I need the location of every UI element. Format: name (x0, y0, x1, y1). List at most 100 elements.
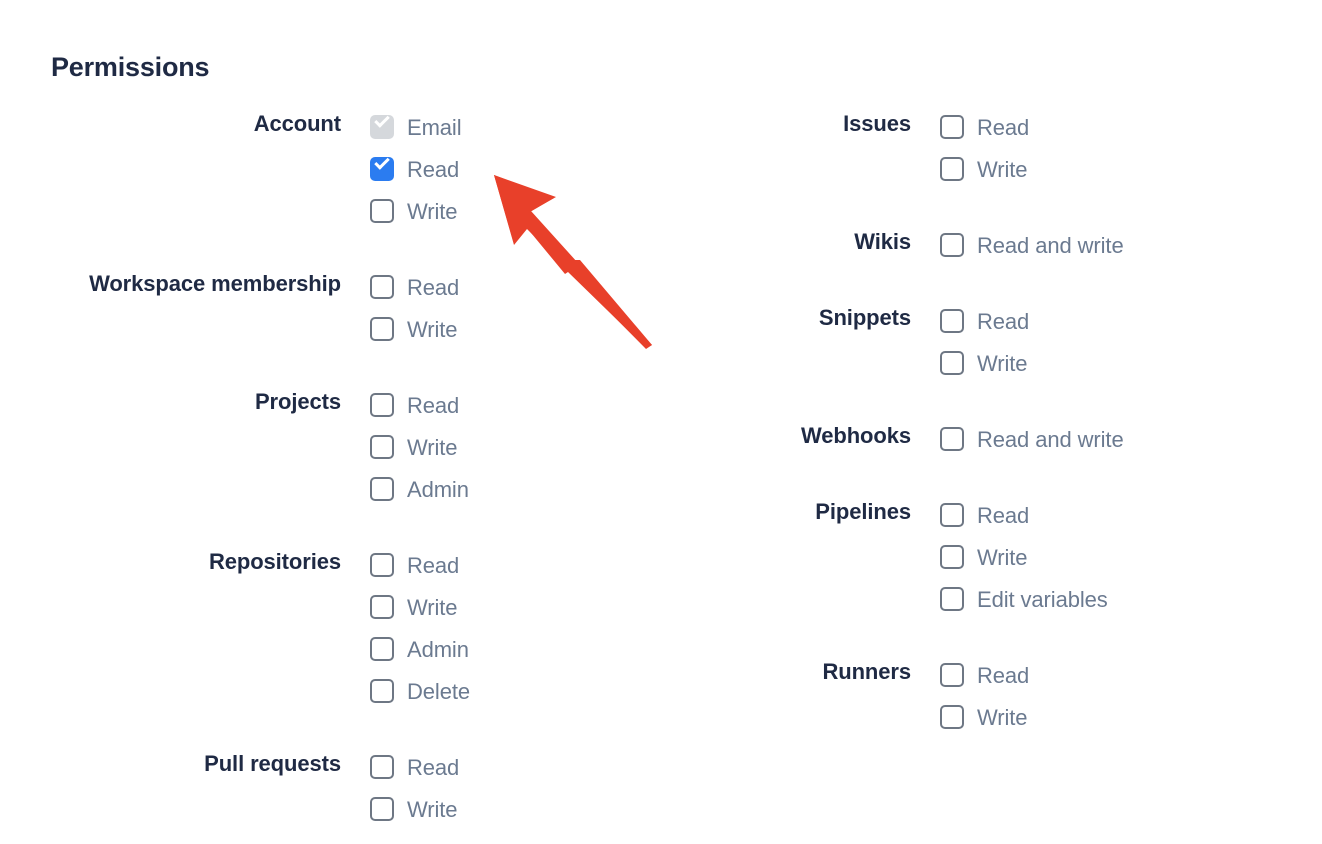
permission-option-label: Admin (407, 476, 469, 502)
permission-option-row[interactable]: Admin (370, 468, 660, 510)
checkbox-unchecked[interactable] (370, 199, 394, 223)
permission-option-row[interactable]: Read (940, 654, 1270, 696)
checkbox-unchecked[interactable] (940, 503, 964, 527)
checkbox-unchecked[interactable] (370, 553, 394, 577)
permission-option-label: Read (407, 392, 460, 418)
permission-option-row[interactable]: Edit variables (940, 578, 1270, 620)
permission-option-row[interactable]: Read (370, 746, 660, 788)
checkbox-unchecked[interactable] (940, 351, 964, 375)
permission-option-row[interactable]: Write (940, 696, 1270, 738)
permission-option-row[interactable]: Write (370, 586, 660, 628)
permission-option-row[interactable]: Delete (370, 670, 660, 712)
permission-option-row[interactable]: Read and write (940, 224, 1270, 266)
permission-option-label: Read (977, 308, 1030, 334)
permission-group-label: Snippets (818, 305, 911, 330)
permission-option-label: Write (977, 156, 1028, 182)
checkbox-unchecked[interactable] (370, 477, 394, 501)
permission-group-label: Wikis (854, 229, 911, 254)
permission-option-row[interactable]: Read (370, 544, 660, 586)
checkbox-unchecked[interactable] (940, 309, 964, 333)
permission-option-row[interactable]: Write (370, 426, 660, 468)
permission-group-label: Pipelines (815, 499, 911, 524)
checkbox-unchecked[interactable] (370, 595, 394, 619)
checkbox-unchecked[interactable] (940, 233, 964, 257)
page-title: Permissions (51, 52, 210, 82)
permission-option-label: Admin (407, 636, 469, 662)
permission-option-label: Email (407, 114, 462, 140)
permission-option-row[interactable]: Write (940, 342, 1270, 384)
permission-group-label: Issues (843, 111, 911, 136)
permission-option-label: Read (977, 502, 1030, 528)
permission-group-label: Account (253, 111, 341, 136)
checkbox-checked-disabled (370, 112, 394, 139)
permission-group-label: Pull requests (204, 751, 341, 776)
checkbox-unchecked[interactable] (370, 797, 394, 821)
permission-option-row[interactable]: Read (940, 494, 1270, 536)
permission-option-label: Delete (407, 678, 470, 704)
checkbox-unchecked[interactable] (940, 427, 964, 451)
permission-option-row[interactable]: Admin (370, 628, 660, 670)
permission-option-row[interactable]: Read (370, 148, 660, 190)
permission-option-row[interactable]: Read and write (940, 418, 1270, 460)
permission-option-row: Email (370, 106, 660, 148)
checkbox-unchecked[interactable] (370, 393, 394, 417)
checkbox-unchecked[interactable] (370, 275, 394, 299)
permission-option-label: Read (407, 156, 460, 182)
permission-option-label: Write (977, 544, 1028, 570)
permission-option-label: Write (407, 796, 458, 822)
check-icon (374, 154, 390, 170)
permission-option-row[interactable]: Read (370, 384, 660, 426)
permission-option-row[interactable]: Write (370, 788, 660, 830)
permission-group-label: Webhooks (800, 423, 911, 448)
permission-option-row[interactable]: Write (370, 308, 660, 350)
checkbox-unchecked[interactable] (370, 317, 394, 341)
permission-option-label: Edit variables (977, 586, 1108, 612)
permission-option-label: Read (407, 552, 460, 578)
permission-option-label: Read (977, 662, 1030, 688)
permission-option-row[interactable]: Write (370, 190, 660, 232)
permission-option-label: Read (407, 754, 460, 780)
checkbox-unchecked[interactable] (370, 637, 394, 661)
checkbox-unchecked[interactable] (370, 679, 394, 703)
checkbox-unchecked[interactable] (940, 115, 964, 139)
permission-option-row[interactable]: Write (940, 148, 1270, 190)
checkbox-unchecked[interactable] (940, 663, 964, 687)
permission-option-label: Read and write (977, 232, 1124, 258)
permission-option-label: Write (977, 350, 1028, 376)
checkbox-unchecked[interactable] (370, 435, 394, 459)
permission-option-label: Write (407, 594, 458, 620)
checkbox-unchecked[interactable] (940, 157, 964, 181)
checkbox-checked[interactable] (370, 154, 394, 181)
permission-group: Wikis Read and write (610, 222, 1270, 266)
permission-option-row[interactable]: Read (940, 106, 1270, 148)
permission-option-label: Write (977, 704, 1028, 730)
checkbox-unchecked[interactable] (940, 545, 964, 569)
checkbox-unchecked[interactable] (370, 755, 394, 779)
permission-option-label: Write (407, 434, 458, 460)
permission-option-label: Write (407, 198, 458, 224)
permission-option-row[interactable]: Read (370, 266, 660, 308)
checkbox-unchecked[interactable] (940, 587, 964, 611)
permission-group-label: Runners (822, 659, 911, 684)
checkbox-unchecked[interactable] (940, 705, 964, 729)
permission-option-label: Read (407, 274, 460, 300)
permission-option-row[interactable]: Write (940, 536, 1270, 578)
permission-option-row[interactable]: Read (940, 300, 1270, 342)
